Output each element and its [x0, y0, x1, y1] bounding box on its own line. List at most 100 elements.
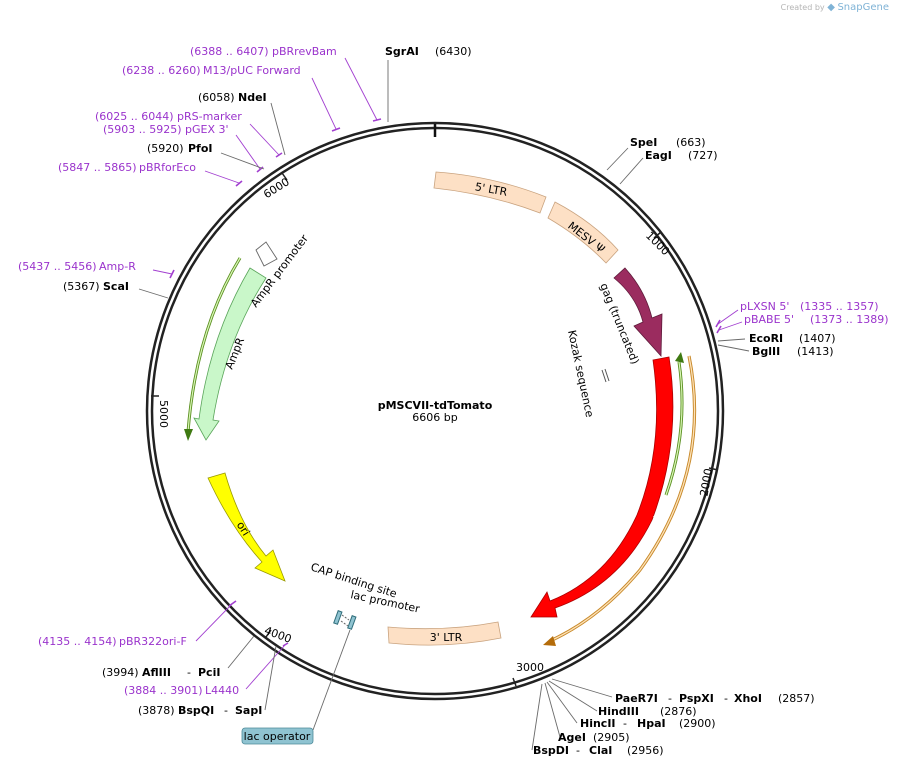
tick-label-4000: 4000 [263, 624, 294, 646]
feature-kozak-label: Kozak sequence [565, 329, 596, 419]
lac-operator-text: lac operator [244, 730, 311, 743]
feature-5ltr[interactable]: 5' LTR [433, 171, 547, 214]
backbone-outer [145, 121, 725, 701]
primer-pbrforeco-range: (5847 .. 5865) [58, 161, 137, 174]
feature-3ltr[interactable]: 3' LTR [387, 621, 502, 646]
feature-kozak[interactable]: Kozak sequence [565, 329, 610, 419]
site-bspqi-pos: (3878) [138, 704, 175, 717]
site-sgrai-pos: (6430) [435, 45, 472, 58]
credit-brand: SnapGene [837, 2, 889, 13]
feature-ori-label: ori [234, 519, 253, 538]
snapgene-credit: Created by ◆ SnapGene [781, 2, 889, 13]
feature-lac-promoter[interactable]: CAP binding site lac promoter [309, 560, 421, 630]
primer-ticks [169, 118, 722, 647]
site-paer7i-name: PaeR7I [615, 692, 658, 705]
site-bspdi-pos: (2956) [627, 744, 664, 757]
primer-arrow-green-right [664, 352, 684, 496]
primer-pbrforeco-name: pBRforEco [139, 161, 196, 174]
site-ndei-pos: (6058) [198, 91, 235, 104]
primer-arrow-orange-right [543, 355, 697, 646]
tick-label-5000: 5000 [157, 400, 170, 428]
site-hindiii-pos: (2876) [660, 705, 697, 718]
site-pfoi-name: PfoI [188, 142, 213, 155]
primer-pbrrevbam-name: pBRrevBam [272, 45, 337, 58]
primer-pbabe-range: (1373 .. 1389) [810, 313, 889, 326]
primer-plxsn-name: pLXSN 5' [740, 300, 789, 313]
site-bglii-pos: (1413) [797, 345, 834, 358]
primer-plxsn-range: (1335 .. 1357) [800, 300, 879, 313]
site-hincii-pos: (2900) [679, 717, 716, 730]
primer-m13-range: (6238 .. 6260) [122, 64, 201, 77]
plasmid-length: 6606 bp [412, 411, 457, 424]
feature-3ltr-label: 3' LTR [430, 631, 463, 644]
feature-ampr-promoter[interactable]: AmpR promoter [248, 232, 311, 310]
site-bglii-name: BglII [752, 345, 780, 358]
site-clai-name: ClaI [589, 744, 612, 757]
svg-text:-: - [224, 704, 228, 717]
enzyme-leaders [138, 60, 750, 751]
tick-2000 [708, 467, 719, 471]
svg-text:-: - [576, 744, 580, 757]
site-sgrai-name: SgrAI [385, 45, 419, 58]
site-paer7i-pos: (2857) [778, 692, 815, 705]
svg-text:-: - [668, 692, 672, 705]
enzyme-labels: SgrAI (6430) SpeI (663) EagI (727) (6058… [63, 45, 836, 757]
feature-5ltr-label: 5' LTR [474, 180, 509, 199]
site-ecori-name: EcoRI [749, 332, 783, 345]
site-hindiii-name: HindIII [598, 705, 639, 718]
site-ecori-pos: (1407) [799, 332, 836, 345]
site-xhoi-name: XhoI [734, 692, 762, 705]
site-bspqi-name: BspQI [178, 704, 214, 717]
site-sapi-name: SapI [235, 704, 262, 717]
primer-l4440-name: L4440 [205, 684, 239, 697]
site-scai-name: ScaI [103, 280, 129, 293]
primer-leaders [152, 57, 743, 690]
site-bspdi-name: BspDI [533, 744, 569, 757]
site-scai-pos: (5367) [63, 280, 100, 293]
tick-6000 [281, 172, 288, 181]
svg-text:-: - [187, 666, 191, 679]
site-spei-name: SpeI [630, 136, 657, 149]
primer-l4440-range: (3884 .. 3901) [124, 684, 203, 697]
site-hincii-name: HincII [580, 717, 616, 730]
primer-pgex-name: pGEX 3' [185, 123, 229, 136]
primer-arrow-green-left [184, 257, 242, 441]
plasmid-name: pMSCVII-tdTomato [378, 399, 493, 412]
svg-text:-: - [724, 692, 728, 705]
tick-3000 [512, 677, 517, 687]
site-afliii-pos: (3994) [102, 666, 139, 679]
primer-pbr322-range: (4135 .. 4154) [38, 635, 117, 648]
feature-gag[interactable]: gag (truncated) [597, 267, 663, 366]
primer-labels: (6388 .. 6407) pBRrevBam (6238 .. 6260) … [18, 45, 889, 697]
tick-4000 [265, 629, 272, 638]
feature-mesv[interactable]: MESV Ψ [547, 201, 619, 264]
tick-marks: 1000 2000 3000 4000 5000 6000 [151, 172, 719, 687]
site-afliii-name: AflIII [142, 666, 171, 679]
primer-prs-name: pRS-marker [177, 110, 242, 123]
tick-label-2000: 2000 [698, 467, 716, 497]
site-pfoi-pos: (5920) [147, 142, 184, 155]
lac-operator-label[interactable]: lac operator [241, 727, 314, 745]
feature-tdtomato[interactable]: tdTomato [530, 356, 681, 618]
site-hpai-name: HpaI [637, 717, 666, 730]
tick-label-1000: 1000 [643, 229, 672, 258]
site-eagi-name: EagI [645, 149, 672, 162]
primer-prs-range: (6025 .. 6044) [95, 110, 174, 123]
credit-prefix: Created by [780, 3, 825, 12]
site-pcii-name: PciI [198, 666, 220, 679]
primer-pbabe-name: pBABE 5' [744, 313, 794, 326]
svg-text:-: - [623, 717, 627, 730]
snapgene-logo-icon: ◆ [827, 2, 835, 13]
primer-ampr-name: Amp-R [99, 260, 136, 273]
primer-pbr322-name: pBR322ori-F [119, 635, 187, 648]
primer-pgex-range: (5903 .. 5925) [103, 123, 182, 136]
site-agei-pos: (2905) [593, 731, 630, 744]
primer-m13-name: M13/pUC Forward [203, 64, 301, 77]
primer-ampr-range: (5437 .. 5456) [18, 260, 97, 273]
site-ndei-name: NdeI [238, 91, 267, 104]
feature-amprp-label: AmpR promoter [248, 232, 311, 310]
tick-1000 [653, 231, 662, 239]
tick-label-3000: 3000 [516, 661, 544, 674]
feature-ori[interactable]: ori [207, 472, 286, 582]
